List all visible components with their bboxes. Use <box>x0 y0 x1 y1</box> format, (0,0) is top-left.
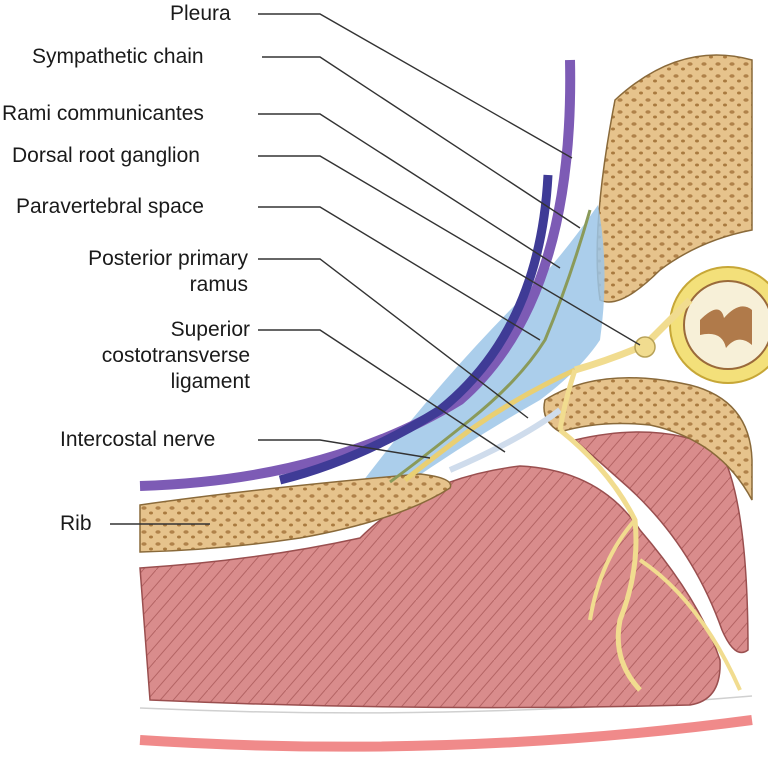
paraspinal-muscle <box>573 431 749 654</box>
leader-lines <box>110 13 641 525</box>
rib-bone <box>139 473 452 553</box>
label-rib: Rib <box>60 512 92 535</box>
pleura-curve <box>139 59 576 491</box>
spinal-cord <box>700 306 752 348</box>
paravertebral-space <box>360 205 605 485</box>
label-posterior-primary-line1: Posterior primary <box>88 247 248 270</box>
label-rami-communicantes: Rami communicantes <box>2 102 204 125</box>
label-superior-ctl-line1: Superior <box>170 318 250 341</box>
ligament <box>448 407 562 473</box>
label-sympathetic-chain: Sympathetic chain <box>32 45 204 68</box>
muscle-mass <box>139 465 721 709</box>
intercostal-nerve-shape <box>403 367 577 482</box>
label-posterior-primary-line2: ramus <box>189 273 248 296</box>
label-paravertebral-space: Paravertebral space <box>16 195 204 218</box>
label-dorsal-root-ganglion: Dorsal root ganglion <box>12 144 200 167</box>
posterior-ramus-shape <box>558 428 642 692</box>
label-intercostal-nerve: Intercostal nerve <box>60 428 216 451</box>
label-superior-ctl-line2: costotransverse <box>101 344 250 367</box>
dorsal-root-ganglion-shape <box>634 336 656 358</box>
vertebral-body <box>596 54 753 303</box>
label-posterior-primary-ramus: Posterior primary ramus <box>30 246 248 298</box>
label-superior-costotransverse-ligament: Superior costotransverse ligament <box>30 317 250 395</box>
sympathetic-chain-nerve <box>389 209 592 484</box>
label-superior-ctl-line3: ligament <box>170 370 250 393</box>
label-pleura: Pleura <box>170 2 231 25</box>
skin-line <box>139 715 753 752</box>
